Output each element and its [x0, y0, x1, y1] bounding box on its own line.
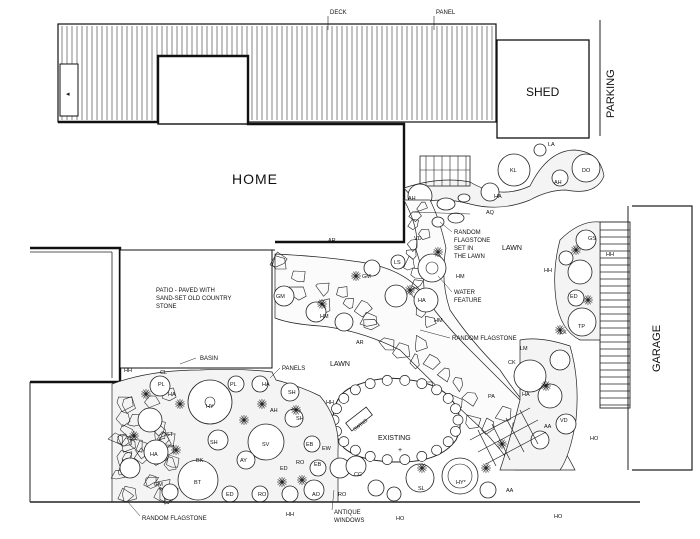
home-label: HOME: [232, 171, 278, 187]
plant-code-sv: SV: [262, 442, 270, 448]
patio: [119, 249, 273, 369]
plant-code-vd: VD: [560, 418, 568, 424]
step-arrow-icon: ◂: [66, 91, 70, 98]
garage: [599, 205, 693, 471]
water-feature: [417, 253, 447, 283]
plant-code-eb: EB: [314, 462, 322, 468]
patio-label: PATIO - PAVED WITH SAND-SET OLD COUNTRY …: [156, 288, 233, 310]
plant-code-aq: AQ: [486, 210, 495, 216]
plant-code-hm: HM: [434, 318, 443, 324]
plant-code-sh: SH: [288, 390, 296, 396]
existing-label: EXISTING: [378, 435, 411, 442]
shed: [496, 39, 590, 139]
plant-code-ls: LS: [394, 260, 401, 266]
plant-code-hy: HY: [206, 404, 214, 410]
plant-code-gm: GM: [362, 274, 371, 280]
plant-code-ay: AY: [240, 458, 247, 464]
plant-code-hh: HH: [544, 268, 552, 274]
plant-code-ha: HA: [418, 298, 426, 304]
deck: ◂: [57, 23, 497, 125]
plant-code-gm: GM: [276, 294, 285, 300]
arbor: [419, 155, 471, 187]
plant-code-ck: CK: [508, 360, 516, 366]
plant-code-tp: TP: [578, 324, 585, 330]
plant-code-sh: SH: [296, 416, 304, 422]
plant-code-pa: PA: [488, 394, 495, 400]
plant-code-pl: PL: [230, 382, 237, 388]
plant-code-hh: HH: [286, 512, 294, 518]
panels-label: PANELS: [282, 366, 305, 372]
plant-code-cl: CL: [160, 370, 167, 376]
random-flagstone-mid-label: RANDOM FLAGSTONE: [452, 336, 517, 342]
plant-code-hm: HM: [320, 314, 329, 320]
plant-code-ar: AR: [356, 340, 364, 346]
plant-code-ho: HO: [396, 516, 405, 522]
garage-label: GARAGE: [651, 325, 663, 372]
plant-code-eb: EB: [306, 442, 314, 448]
flagstone-set-label: RANDOM FLAGSTONE SET IN THE LAWN: [454, 230, 492, 260]
water-feature-label: WATER FEATURE: [454, 290, 482, 304]
random-flagstone-bottom-label: RANDOM FLAGSTONE: [142, 516, 207, 522]
plant-code-do: DO: [582, 168, 591, 174]
plant-code-hy_star: HY*: [456, 480, 467, 486]
plant-code-hh: HH: [124, 368, 132, 374]
panel-label: PANEL: [436, 10, 456, 16]
plant-code-ro: RO: [338, 492, 347, 498]
plant-code-ah: AH: [270, 408, 278, 414]
plant-code-lm: LM: [520, 346, 528, 352]
deck-label: DECK: [330, 10, 347, 16]
plant-code-ah: AH: [554, 180, 562, 186]
lawn-right-label: LAWN: [502, 245, 522, 252]
garage-bed-lower: [499, 338, 578, 471]
plant-code-la: LA: [548, 142, 555, 148]
plant-code-bt: BT: [194, 480, 202, 486]
plant-code-vd: VD: [414, 236, 422, 242]
plant-code-bk: BK: [196, 458, 204, 464]
plant-code-lx: LX: [560, 330, 567, 336]
plant-code-sh: SH: [210, 440, 218, 446]
plant-code-ho: HO: [554, 514, 563, 520]
plant-code-ha: HA: [150, 452, 158, 458]
plant-code-hh: HH: [326, 400, 334, 406]
plant-code-ro: RO: [258, 492, 267, 498]
plant-code-ha: HA: [522, 392, 530, 398]
plant-code-aa: AA: [506, 488, 514, 494]
swing: [345, 406, 373, 432]
plant-code-ah: AH: [408, 196, 416, 202]
antique-windows-label: ANTIQUE WINDOWS: [334, 510, 364, 524]
plant-code-ho: HO: [590, 436, 599, 442]
basin-label: BASIN: [200, 356, 218, 362]
parking-label: PARKING: [605, 69, 617, 118]
plant-code-ha: HA: [262, 382, 270, 388]
existing-tree: [332, 377, 461, 463]
lawn-main-label: LAWN: [330, 361, 350, 368]
plant-code-pl: PL: [158, 382, 165, 388]
plant-code-st: ST: [166, 432, 174, 438]
plant-code-sl: SL: [418, 486, 425, 492]
plant-code-hm: HM: [456, 274, 465, 280]
plant-code-ha: HA: [494, 194, 502, 200]
shed-label: SHED: [526, 85, 560, 99]
plant-code-ha: HA: [168, 392, 176, 398]
plant-code-ed: ED: [570, 294, 578, 300]
plant-code-hh: HH: [606, 252, 614, 258]
plant-code-bm: GM: [154, 482, 163, 488]
plant-code-cc: CC: [354, 472, 362, 478]
plant-code-ed: ED: [226, 492, 234, 498]
plant-code-aa: AA: [544, 424, 552, 430]
plant-code-ed: ED: [280, 466, 288, 472]
plant-code-ao: AO: [312, 492, 321, 498]
existing-tree-center: +: [398, 447, 402, 454]
pergola: [469, 407, 547, 467]
plant-code-kl: KL: [510, 168, 517, 174]
plant-code-ro: RO: [296, 460, 305, 466]
plant-code-ar: AR: [328, 238, 336, 244]
plant-code-gs: GS: [588, 236, 596, 242]
plant-code-ew: EW: [322, 446, 332, 452]
